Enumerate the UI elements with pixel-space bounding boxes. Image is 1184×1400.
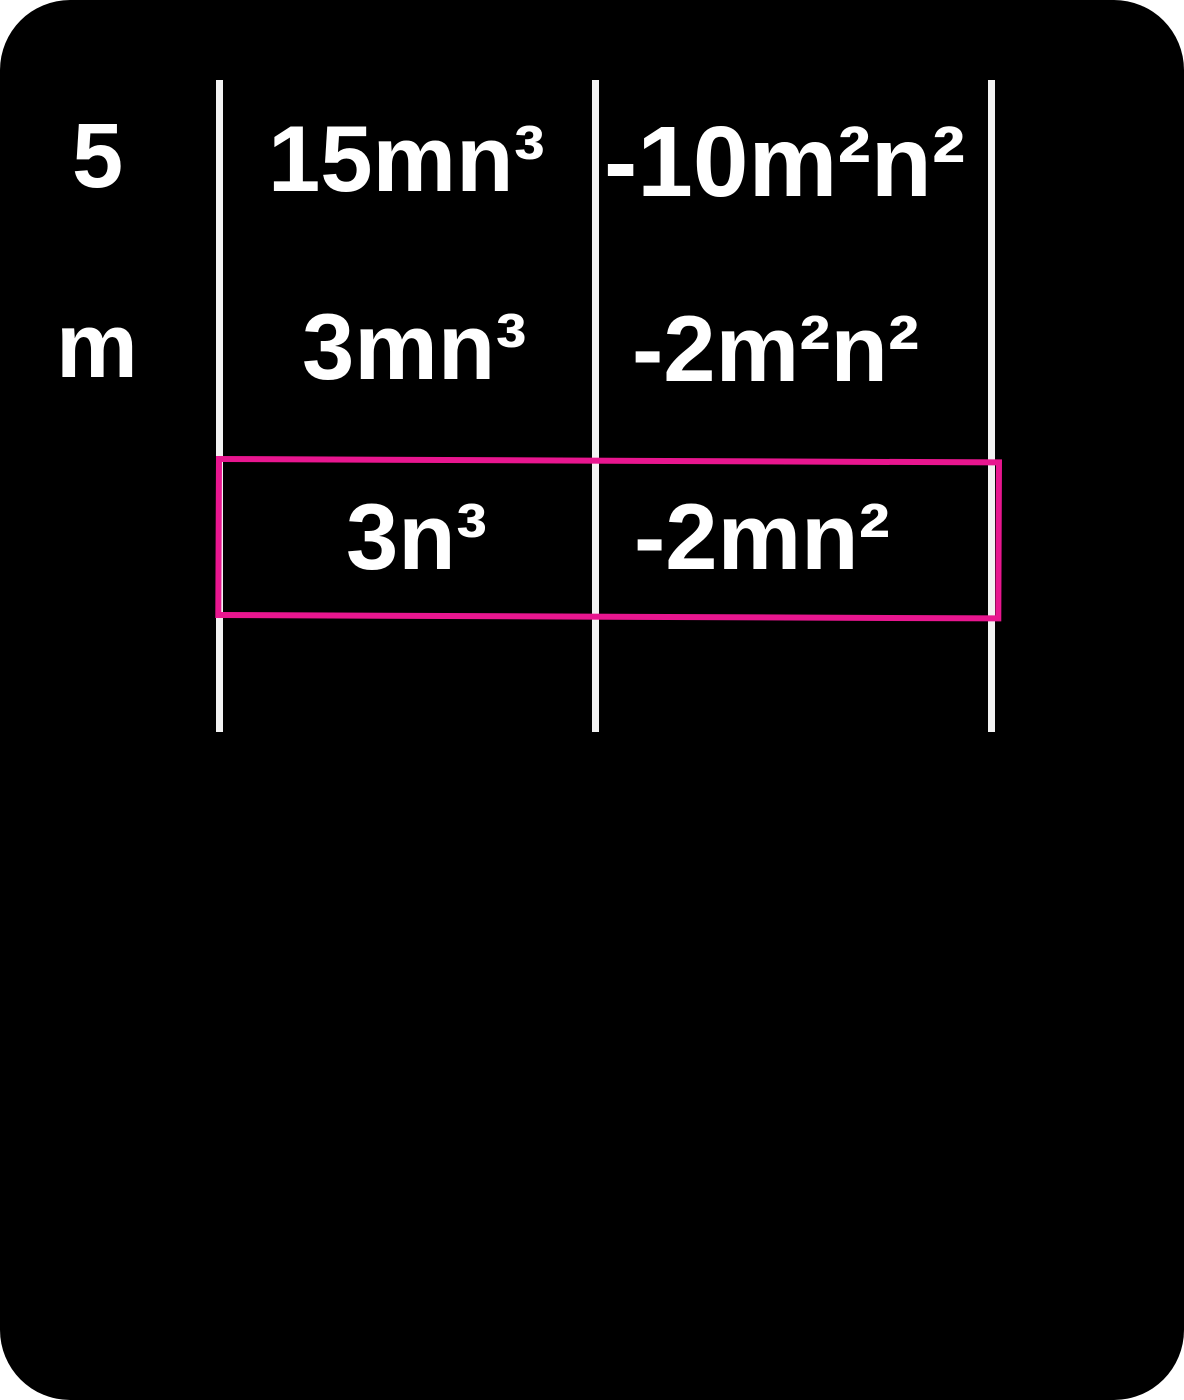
row-1-divisor: 5: [72, 105, 124, 207]
row-1-term-1: 15mn³: [268, 106, 545, 211]
row-3-term-2: -2mn²: [634, 484, 890, 589]
divisor-separator-line: [216, 80, 223, 732]
column-separator-line: [592, 80, 599, 732]
right-border-line: [988, 80, 995, 732]
row-2-divisor: m: [56, 295, 138, 397]
row-2-term-1: 3mn³: [302, 294, 527, 399]
row-3-term-1: 3n³: [346, 484, 487, 589]
row-1-term-2: -10m²n²: [604, 106, 966, 218]
row-2-term-2: -2m²n²: [632, 296, 920, 401]
result-highlight-box: [215, 456, 1002, 622]
